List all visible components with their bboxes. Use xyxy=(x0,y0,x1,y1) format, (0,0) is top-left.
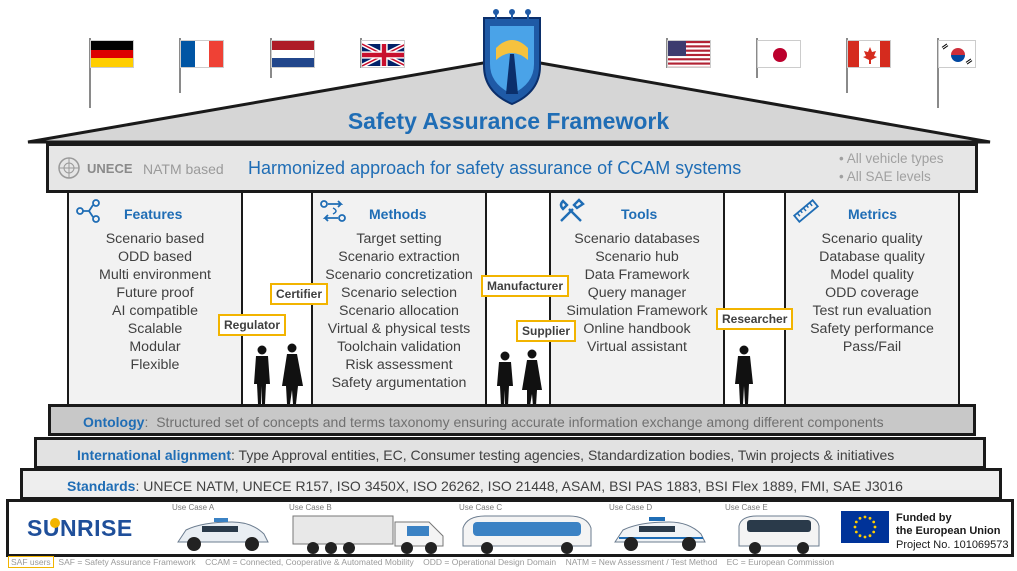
sunrise-logo: SUNRISE xyxy=(27,515,133,541)
sun-icon xyxy=(50,518,60,528)
list-item: Flexible xyxy=(130,357,180,373)
list-item: Model quality xyxy=(830,267,914,283)
usa-flag xyxy=(667,40,711,68)
list-item: Risk assessment xyxy=(345,357,453,373)
harmonized-headline: Harmonized approach for safety assurance… xyxy=(248,158,742,178)
list-item: Scenario extraction xyxy=(338,249,460,265)
japan-flag xyxy=(757,40,801,68)
tools-list: Scenario databases Scenario hub Data Fra… xyxy=(551,230,723,356)
germany-flag xyxy=(90,40,134,68)
natm-based-label: NATM based xyxy=(143,161,224,177)
list-item: Safety performance xyxy=(810,321,934,337)
list-item: Multi environment xyxy=(99,267,211,283)
use-case-c-label: Use Case C xyxy=(459,503,503,512)
netherlands-flag xyxy=(271,40,315,68)
truck-icon xyxy=(292,515,444,554)
supplier-tag: Supplier xyxy=(516,320,577,342)
metrics-pillar: Metrics Scenario quality Database qualit… xyxy=(784,193,960,405)
alignment-band: International alignment: Type Approval e… xyxy=(34,437,986,469)
methods-title: Methods xyxy=(369,206,427,222)
canada-flag xyxy=(847,40,891,68)
methods-list: Target setting Scenario extraction Scena… xyxy=(313,230,485,392)
ontology-text: Structured set of concepts and terms tax… xyxy=(156,414,884,430)
standards-label: Standards xyxy=(67,478,136,494)
eu-funded-line2: the European Union xyxy=(896,525,1001,537)
list-item: Scenario concretization xyxy=(325,267,473,283)
shuttle-icon xyxy=(462,515,592,554)
list-item: Toolchain validation xyxy=(337,339,461,355)
share-nodes-icon xyxy=(76,199,100,223)
uk-flag xyxy=(361,40,405,68)
wrench-screwdriver-icon xyxy=(559,198,585,222)
alignment-label: International alignment xyxy=(77,447,232,463)
korea-flag xyxy=(938,40,976,68)
features-pillar: Features Scenario based ODD based Multi … xyxy=(67,193,243,405)
list-item: Online handbook xyxy=(583,321,691,337)
manufacturer-tag: Manufacturer xyxy=(481,275,570,297)
eu-funded-line1: Funded by xyxy=(896,512,952,524)
list-item: Test run evaluation xyxy=(812,303,932,319)
sunrise-base: SUNRISE Use Case A Use Case B Use Case C… xyxy=(6,499,1014,557)
list-item: Target setting xyxy=(356,231,442,247)
list-item: ODD coverage xyxy=(825,285,919,301)
framework-title: Safety Assurance Framework xyxy=(347,108,670,134)
researcher-tag: Researcher xyxy=(716,308,794,330)
tools-title: Tools xyxy=(621,206,658,222)
list-item: Database quality xyxy=(819,249,925,265)
minibus-icon xyxy=(738,515,820,554)
vehicle-types-bullet: • All vehicle types xyxy=(839,151,944,166)
sae-levels-bullet: • All SAE levels xyxy=(839,169,931,184)
saf-users-legend: SAF users xyxy=(8,556,54,568)
list-item: Safety argumentation xyxy=(331,375,467,391)
eu-flag-icon xyxy=(841,511,889,543)
list-item: Scenario quality xyxy=(821,231,923,247)
footer-legend: SAF users SAF = Safety Assurance Framewo… xyxy=(8,556,834,568)
alignment-text: Type Approval entities, EC, Consumer tes… xyxy=(238,447,895,463)
regulator-tag: Regulator xyxy=(218,314,287,336)
unece-band: UNECE NATM based Harmonized approach for… xyxy=(46,143,978,193)
standards-text: UNECE NATM, UNECE R157, ISO 3450X, ISO 2… xyxy=(143,478,903,494)
list-item: Scenario allocation xyxy=(339,303,459,319)
list-item: ODD based xyxy=(117,249,193,265)
france-flag xyxy=(180,40,224,68)
list-item: Scalable xyxy=(127,321,183,337)
list-item: Simulation Framework xyxy=(566,303,708,319)
methods-pillar: Methods Target setting Scenario extracti… xyxy=(311,193,487,405)
certifier-tag: Certifier xyxy=(270,283,329,305)
ruler-icon xyxy=(792,199,820,223)
flow-arrows-icon xyxy=(320,200,346,222)
list-item: Modular xyxy=(129,339,181,355)
use-case-e-label: Use Case E xyxy=(725,503,768,512)
list-item: Scenario databases xyxy=(574,231,700,247)
metrics-list: Scenario quality Database quality Model … xyxy=(786,230,958,356)
list-item: Pass/Fail xyxy=(842,339,902,355)
ontology-label: Ontology xyxy=(83,414,145,430)
features-list: Scenario based ODD based Multi environme… xyxy=(69,230,241,374)
car-icon xyxy=(177,518,269,551)
use-case-d-label: Use Case D xyxy=(609,503,653,512)
list-item: Scenario selection xyxy=(341,285,457,301)
list-item: Virtual & physical tests xyxy=(327,321,471,337)
list-item: Scenario hub xyxy=(595,249,679,265)
un-emblem-icon xyxy=(58,157,80,179)
use-case-b-label: Use Case B xyxy=(289,503,332,512)
list-item: Query manager xyxy=(587,285,687,301)
tools-pillar: Tools Scenario databases Scenario hub Da… xyxy=(549,193,725,405)
ontology-band: Ontology: Structured set of concepts and… xyxy=(48,404,976,436)
metrics-title: Metrics xyxy=(848,206,898,222)
list-item: Future proof xyxy=(116,285,194,301)
list-item: AI compatible xyxy=(112,303,198,319)
use-case-a-label: Use Case A xyxy=(172,503,215,512)
list-item: Data Framework xyxy=(584,267,690,283)
list-item: Scenario based xyxy=(105,231,205,247)
standards-band: Standards: UNECE NATM, UNECE R157, ISO 3… xyxy=(20,468,1002,500)
unece-logo-text: UNECE xyxy=(87,161,133,176)
project-number: Project No. 101069573 xyxy=(896,539,1009,551)
people-silhouettes xyxy=(254,343,753,406)
list-item: Virtual assistant xyxy=(587,339,687,355)
police-car-icon xyxy=(614,517,706,551)
safety-shield-icon xyxy=(483,9,541,106)
features-title: Features xyxy=(124,206,183,222)
